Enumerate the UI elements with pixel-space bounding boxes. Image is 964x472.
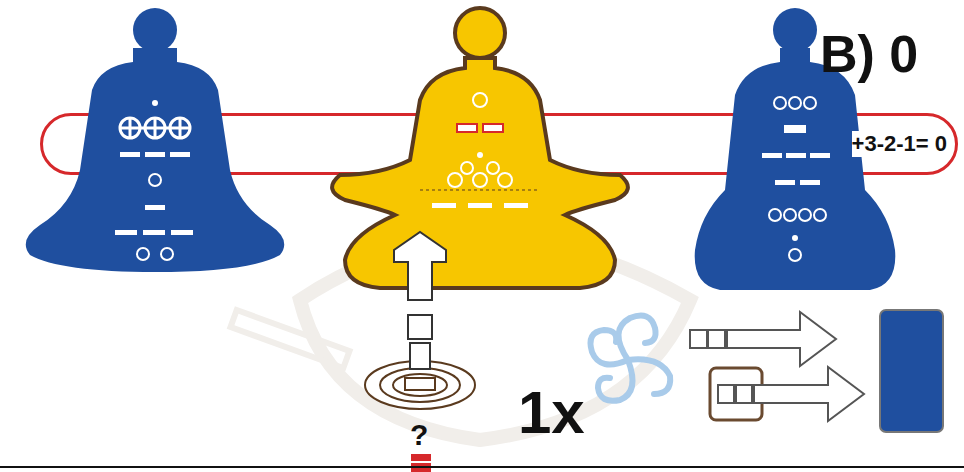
lower-arrow xyxy=(710,367,864,421)
red-marker xyxy=(411,454,431,472)
left-figure xyxy=(26,8,284,272)
center-figure xyxy=(332,8,628,288)
label-text: B) 0 xyxy=(820,28,918,80)
up-arrow xyxy=(394,232,446,369)
wind-spiral xyxy=(591,316,671,401)
bottom-rule xyxy=(0,466,964,468)
baseline xyxy=(410,461,432,463)
label-text: 1x xyxy=(518,383,585,443)
formula-text: +3-2-1= 0 xyxy=(852,131,947,157)
label-text: ? xyxy=(410,420,428,450)
upper-arrow xyxy=(690,312,836,366)
blue-card xyxy=(880,310,943,432)
